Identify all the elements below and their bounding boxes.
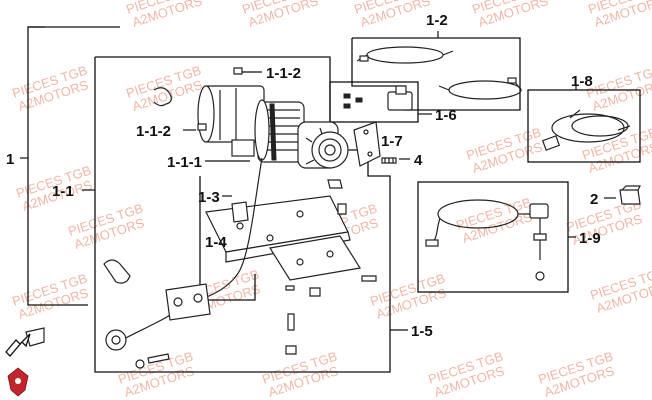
part-fasteners [285,179,377,355]
label-1-6: 1-6 [435,107,457,124]
label-1-9: 1-9 [579,230,601,247]
label-1-1-1: 1-1-1 [167,154,202,171]
label-1-4: 1-4 [205,234,227,251]
winch-gearbox [297,121,349,169]
label-1-1: 1-1 [52,183,74,200]
fairlead-roller [165,283,211,321]
winch-hook [103,259,131,351]
label-2: 2 [590,191,598,208]
leader-lines [20,31,616,331]
part-2-cap [619,185,641,205]
label-1-7: 1-7 [381,133,403,150]
part-1-7-side-plate [353,121,381,167]
part-4-bolt [381,157,397,164]
part-1-1-2-clip [153,67,243,131]
frame-1-3-sub [199,176,256,301]
label-1-5: 1-5 [411,323,433,340]
clamp-bracket [25,327,45,347]
label-1-1-2-left: 1-1-2 [136,123,171,140]
label-4: 4 [414,152,423,169]
cable-pin-bolt [135,353,170,369]
assembly-frames [27,26,641,373]
part-1-9-harness [425,199,549,281]
frame-1-8 [527,89,641,163]
part-labels: 1 1-1 1-1-1 1-1-2 1-1-2 1-2 1-3 1-4 1-5 … [6,12,601,340]
winch-motor [197,85,265,157]
lightning-arrow-icon [5,333,31,357]
label-1: 1 [6,151,14,168]
part-1-4-lower-plate [269,235,361,281]
part-1-2-cable [356,46,522,100]
label-1-1-2-top: 1-1-2 [266,65,301,82]
label-1-2: 1-2 [426,12,448,29]
frame-1-6 [329,81,419,123]
part-1-6-switch [343,85,413,111]
label-1-8: 1-8 [571,73,593,90]
part-1-8-harness [541,109,631,151]
winch-drum [254,99,305,163]
label-1-3: 1-3 [198,189,220,206]
brand-shield-logo [7,367,29,397]
